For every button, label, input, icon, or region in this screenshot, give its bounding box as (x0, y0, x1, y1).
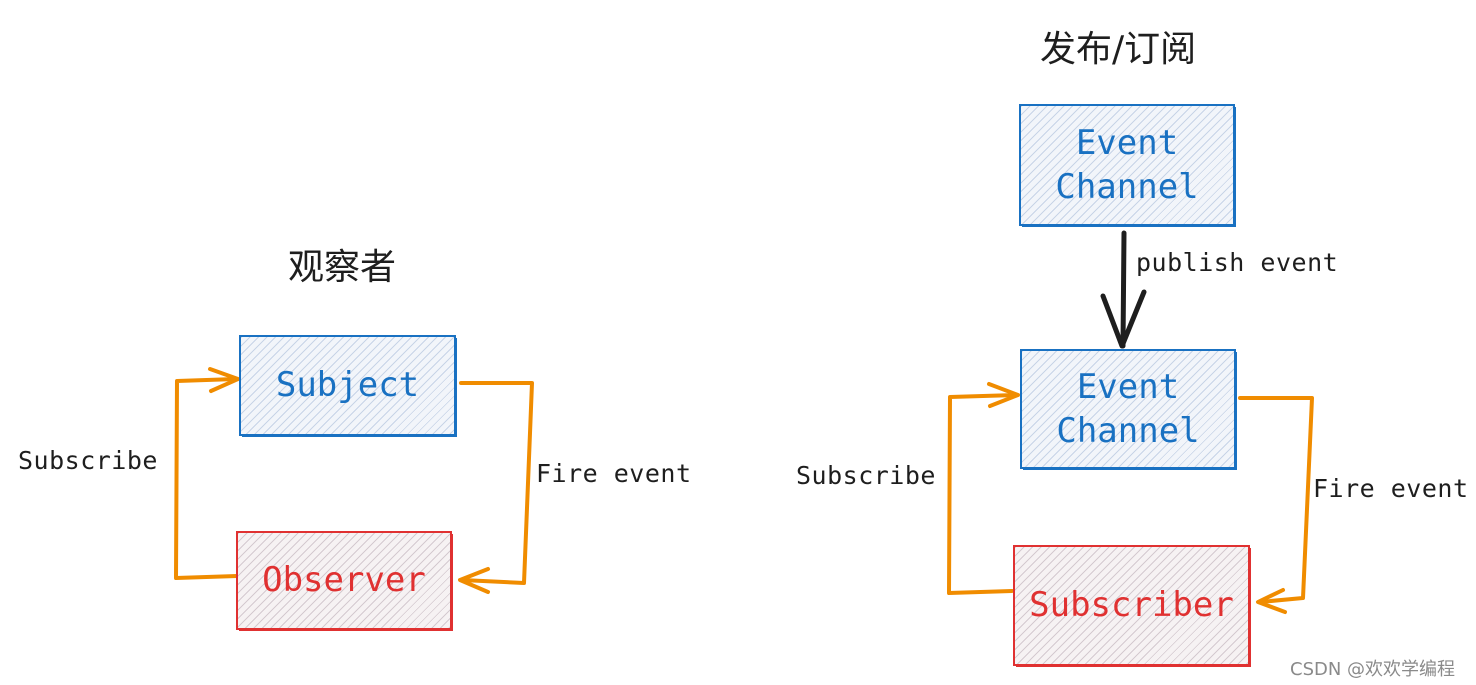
subject-label: Subject (275, 365, 420, 406)
event-channel-line1: Event (1076, 366, 1180, 407)
fire-event-arrow-observer (459, 381, 534, 585)
subscriber-box: Subscriber (1013, 545, 1250, 666)
subscribe-label-observer: Subscribe (18, 446, 158, 475)
fire-event-arrowhead-pubsub (1256, 588, 1287, 614)
fire-event-arrow-pubsub (1238, 396, 1314, 604)
subscribe-arrowhead-observer (208, 367, 240, 393)
publish-event-label: publish event (1136, 248, 1339, 277)
fire-event-label-observer: Fire event (536, 459, 692, 488)
pubsub-title: 发布/订阅 (1040, 29, 1197, 70)
event-channel-line2: Channel (1056, 411, 1200, 451)
watermark: CSDN @欢欢学编程 (1290, 659, 1456, 680)
top-event-channel-line1: Event (1075, 122, 1179, 163)
subscriber-label: Subscriber (1029, 585, 1234, 626)
subscribe-arrow-observer (174, 377, 239, 580)
subscribe-arrowhead-pubsub (987, 382, 1020, 408)
observer-box: Observer (236, 531, 452, 630)
subscribe-arrow-pubsub (947, 393, 1018, 595)
publish-arrow (1120, 230, 1127, 349)
top-event-channel-line2: Channel (1055, 167, 1199, 207)
subject-box: Subject (239, 335, 456, 436)
fire-event-arrowhead-observer (458, 567, 490, 594)
publish-arrowhead (1100, 289, 1147, 349)
top-event-channel-box: Event Channel (1019, 104, 1235, 226)
fire-event-label-pubsub: Fire event (1313, 474, 1469, 503)
subscribe-label-pubsub: Subscribe (796, 461, 936, 490)
observer-label: Observer (262, 560, 426, 601)
observer-title: 观察者 (288, 247, 397, 288)
event-channel-box: Event Channel (1020, 349, 1236, 469)
